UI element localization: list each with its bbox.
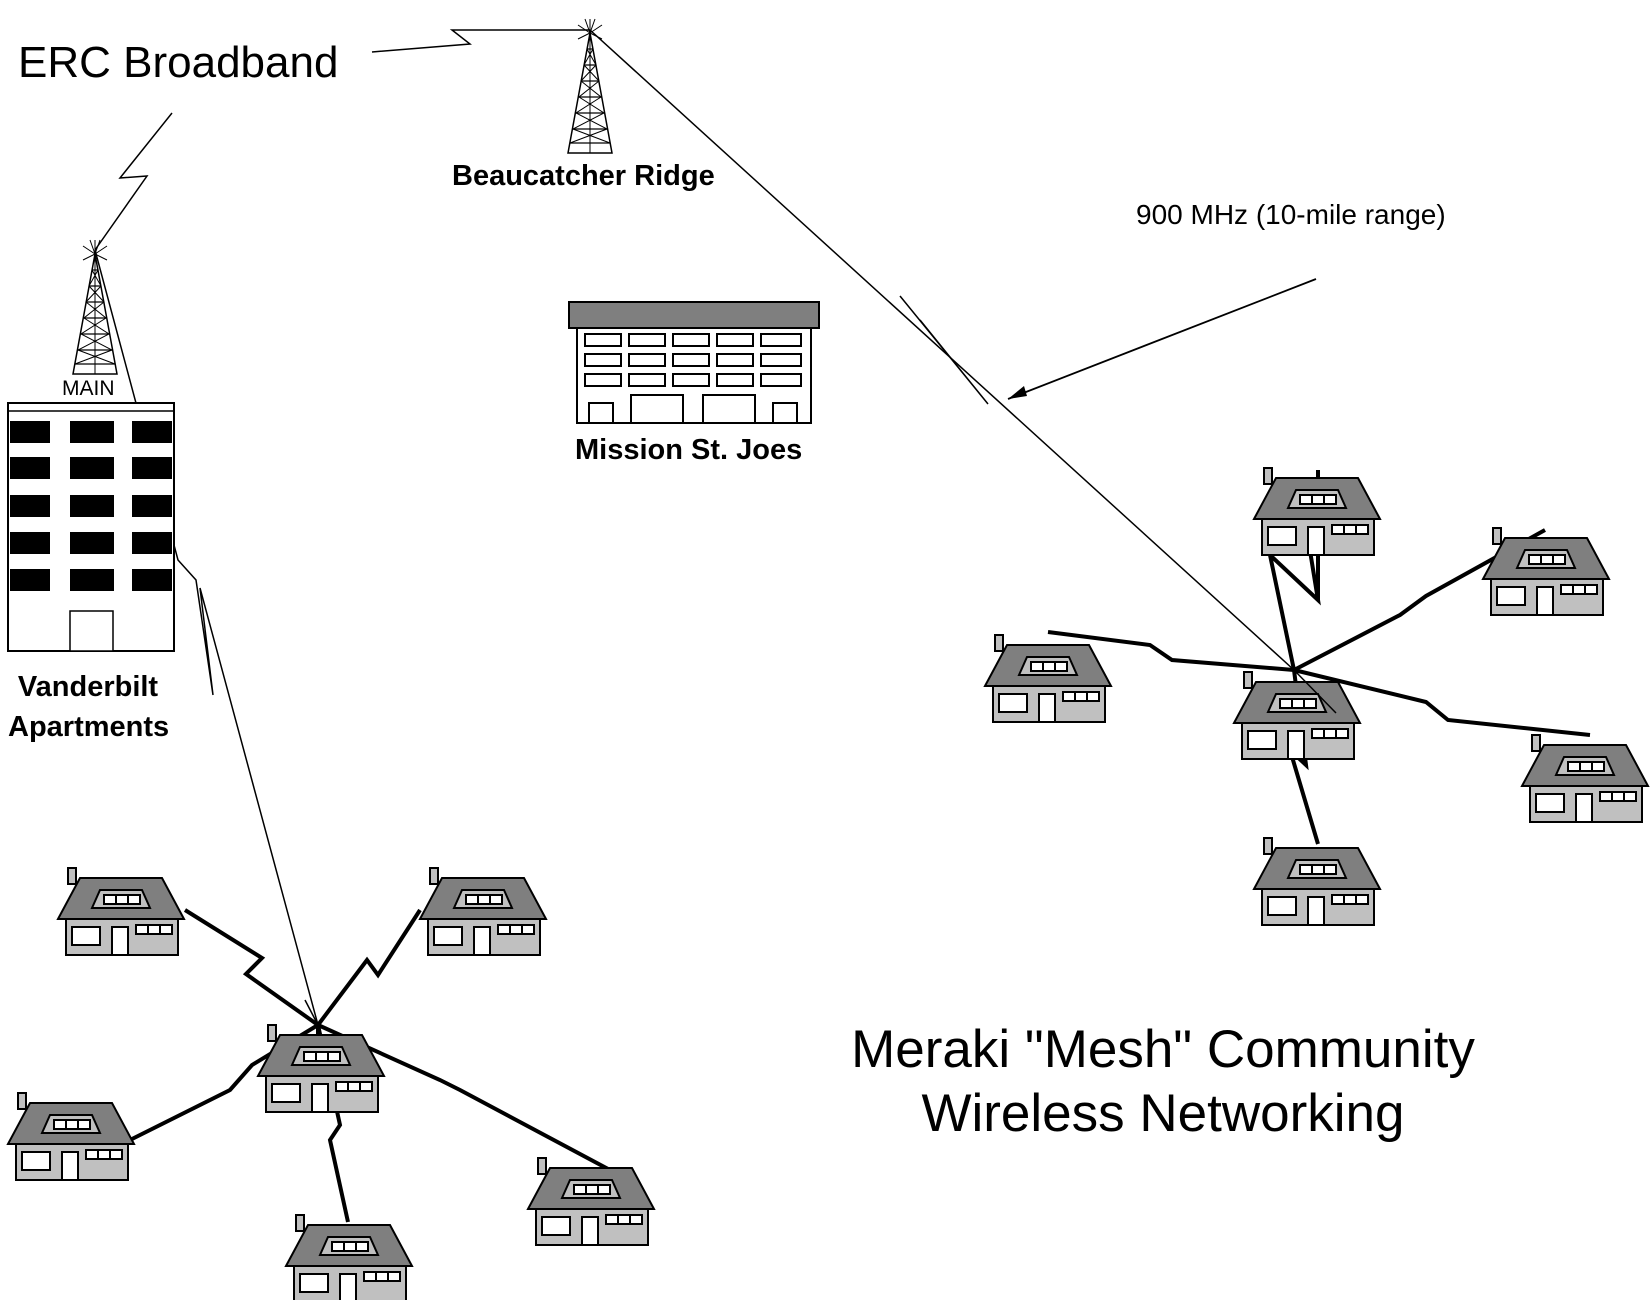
house-icon [1482,527,1610,616]
house-icon [527,1157,655,1246]
mission-st-joes-label: Mission St. Joes [575,434,803,466]
house-icon [57,867,185,956]
house-icon [419,867,547,956]
vanderbilt-line2: Apartments [8,711,170,743]
right-mesh-links [1047,470,1591,845]
title-line1: Meraki "Mesh" Community [851,1020,1475,1079]
frequency-callout-arrow [1007,278,1317,400]
link-erc-to-ridge [371,29,590,53]
apartment-building-icon [7,402,175,652]
house-icon [1521,734,1649,823]
link-ridge-to-right-hub [589,29,1295,671]
erc-broadband-label: ERC Broadband [18,38,339,87]
vanderbilt-apartments-label: Vanderbilt Apartments [8,667,170,747]
house-icon [1253,837,1381,926]
frequency-arrowhead [1008,386,1027,399]
link-mesh-right-spur [899,295,989,405]
house-icon [984,634,1112,723]
diagram-title: Meraki "Mesh" Community Wireless Network… [838,1018,1488,1146]
title-line2: Wireless Networking [921,1084,1405,1143]
main-tower-label: MAIN [62,377,115,400]
house-icon [285,1214,413,1300]
house-icon [1253,467,1381,556]
vanderbilt-line1: Vanderbilt [17,671,159,703]
ridge-tower-icon [567,18,613,154]
beaucatcher-ridge-label: Beaucatcher Ridge [452,160,715,192]
house-icon [1233,671,1361,760]
house-icon [257,1024,385,1113]
mission-building-icon [568,301,820,424]
house-icon [7,1092,135,1181]
frequency-label: 900 MHz (10-mile range) [1136,199,1446,230]
overlay-links [304,669,1337,1026]
link-erc-to-main [94,112,173,251]
